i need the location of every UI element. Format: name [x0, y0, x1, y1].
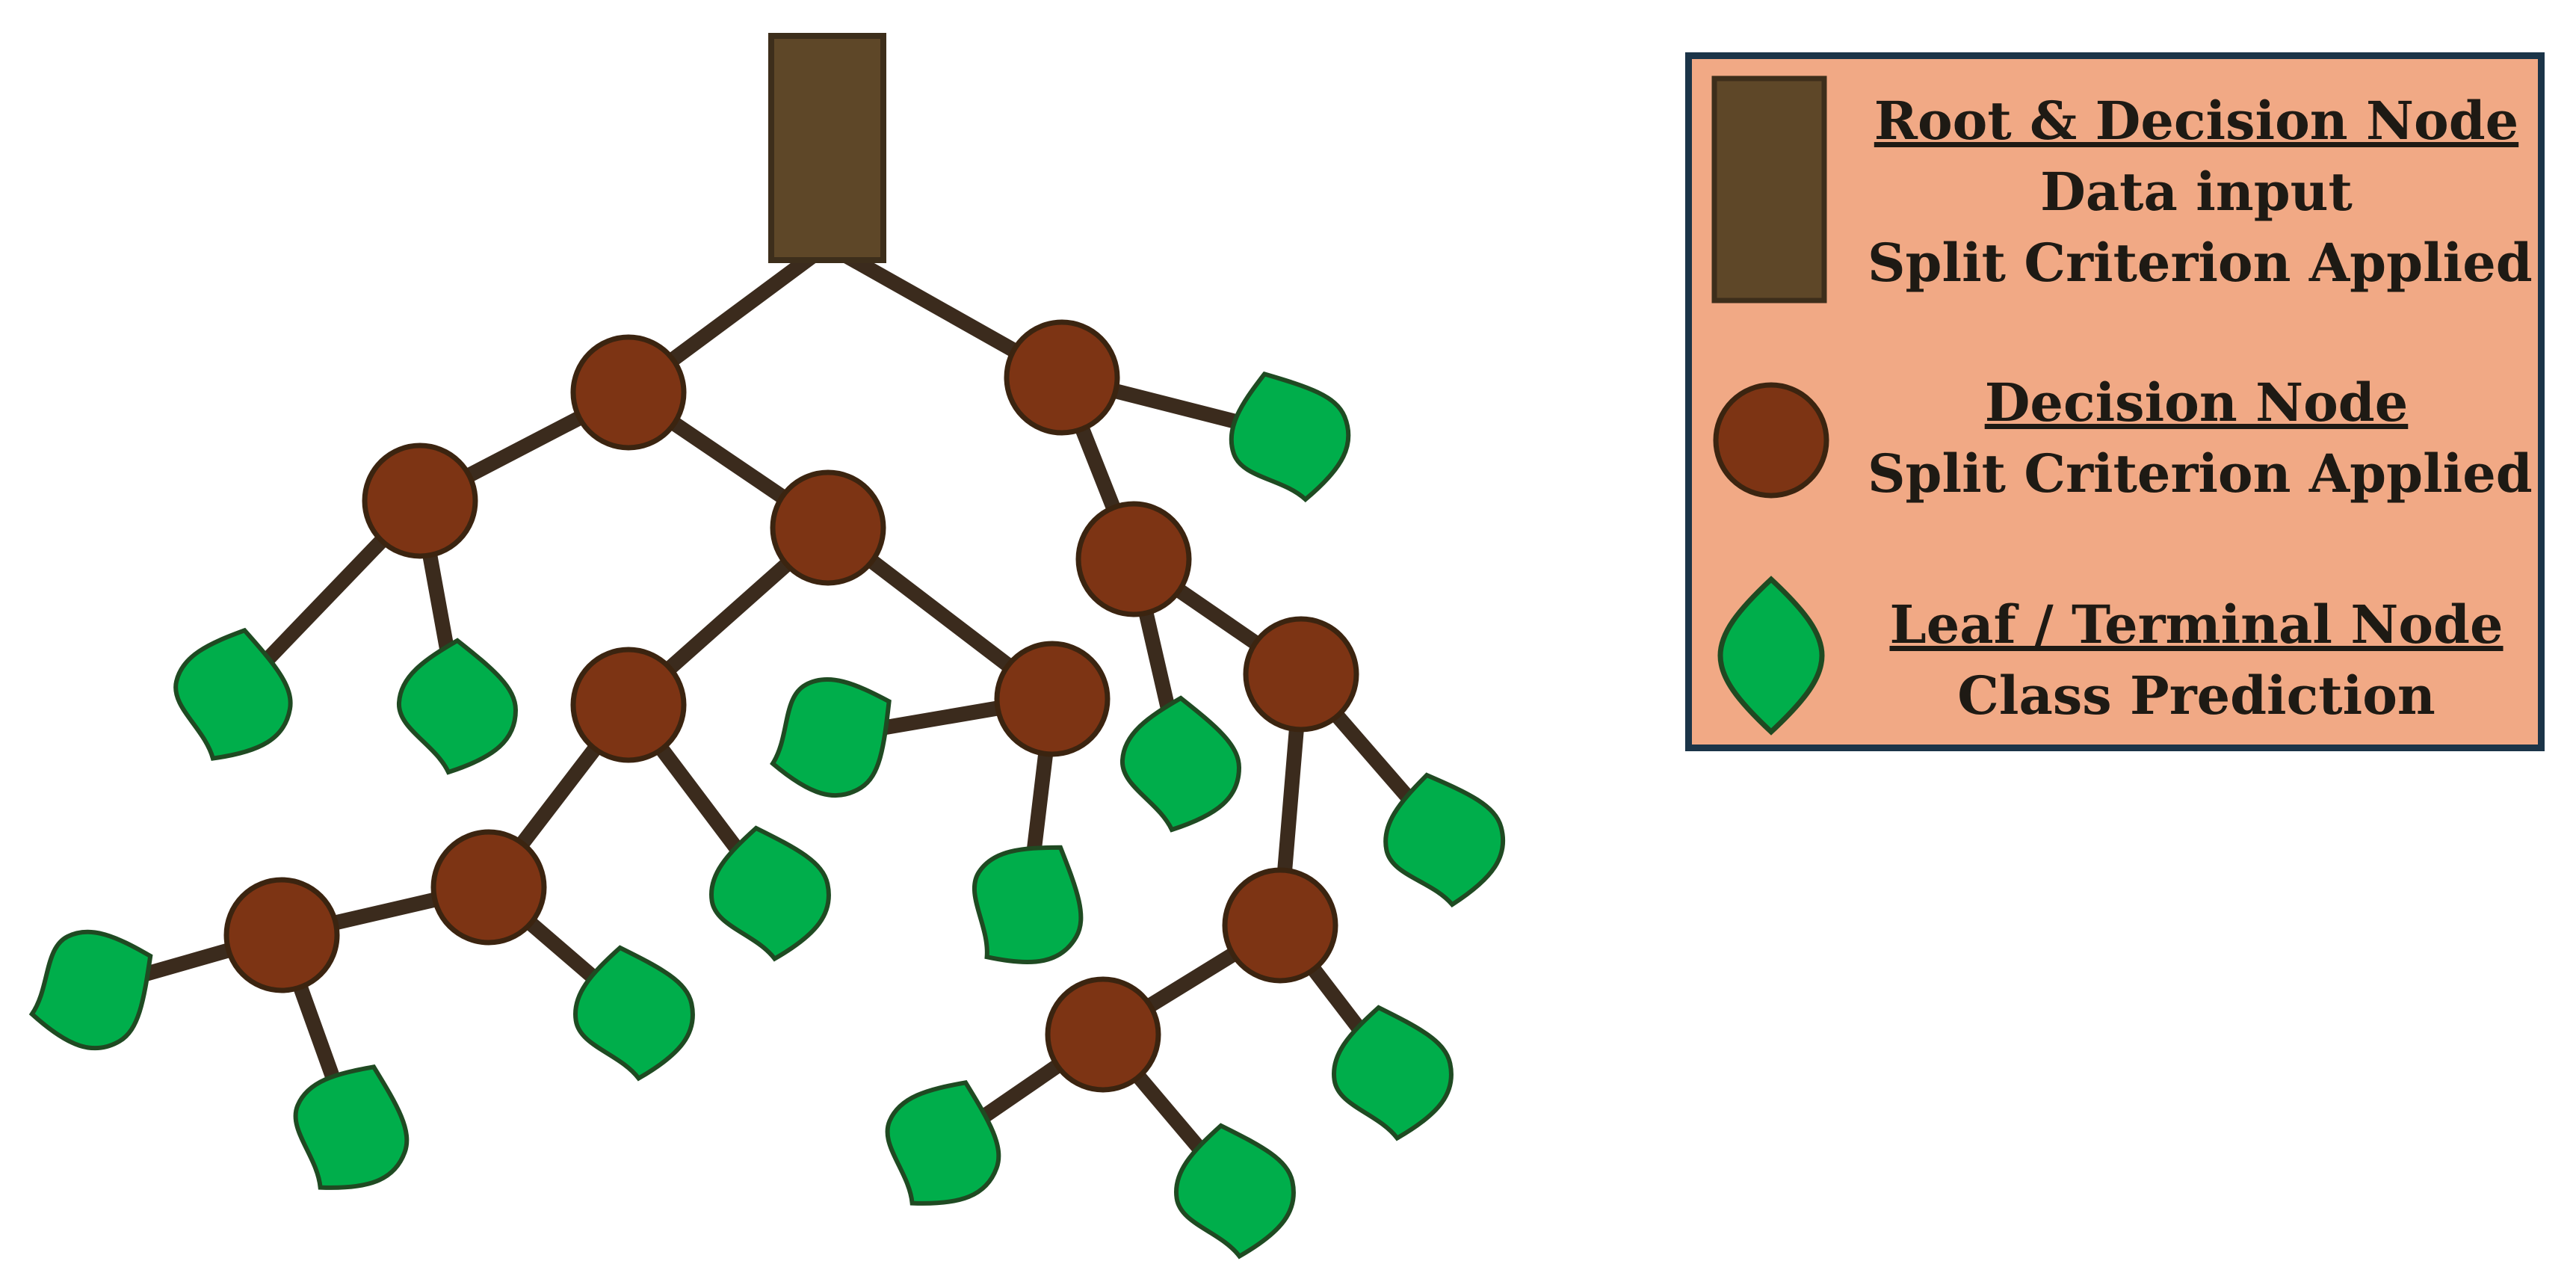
decision-node	[1045, 976, 1161, 1093]
decision-node	[1222, 867, 1338, 984]
leaf-node	[1383, 772, 1506, 908]
decision-node	[770, 469, 886, 586]
leaf-node	[770, 677, 892, 798]
leaf-node	[1229, 371, 1351, 503]
leaf-node	[1331, 1005, 1454, 1141]
root-node-legend-icon	[1711, 75, 1827, 303]
leaf-node	[293, 1064, 410, 1190]
leaf-node-legend-icon	[1711, 573, 1831, 738]
decision-node	[570, 334, 687, 451]
decision-tree-diagram	[28, 33, 1506, 1260]
leaf-legend-title: Leaf / Terminal Node	[1889, 594, 2504, 656]
leaf-node	[708, 825, 831, 962]
decision-node	[1004, 319, 1120, 436]
root-node	[768, 33, 886, 263]
leaf-node	[396, 638, 519, 775]
tree-branches	[86, 238, 1451, 1197]
decision-legend-title: Decision Node	[1984, 372, 2409, 434]
tree-nodes	[28, 33, 1506, 1260]
leaf-node	[173, 627, 293, 761]
decision-node	[994, 641, 1111, 757]
decision-node	[430, 829, 547, 946]
leaf-node	[885, 1079, 1001, 1206]
leaf-node	[28, 929, 153, 1051]
leaf-node	[972, 845, 1084, 965]
leaf-node	[1173, 1123, 1296, 1260]
decision-node	[1243, 616, 1359, 733]
root-legend-title: Root & Decision Node	[1874, 90, 2519, 152]
leaf-node	[1119, 695, 1242, 833]
decision-node-legend-icon	[1711, 380, 1831, 500]
leaf-legend-line1: Class Prediction	[1957, 665, 2436, 727]
root-legend-line1: Data input	[2040, 161, 2353, 223]
leaf-node	[572, 945, 695, 1082]
decision-legend-line1: Split Criterion Applied	[1868, 443, 2533, 505]
decision-node	[1075, 501, 1192, 617]
legend-box: Root & Decision Node Data input Split Cr…	[1685, 52, 2545, 751]
decision-node	[570, 647, 687, 763]
decision-node	[362, 443, 478, 559]
root-legend-line2: Split Criterion Applied	[1868, 232, 2533, 294]
decision-node	[223, 877, 340, 993]
